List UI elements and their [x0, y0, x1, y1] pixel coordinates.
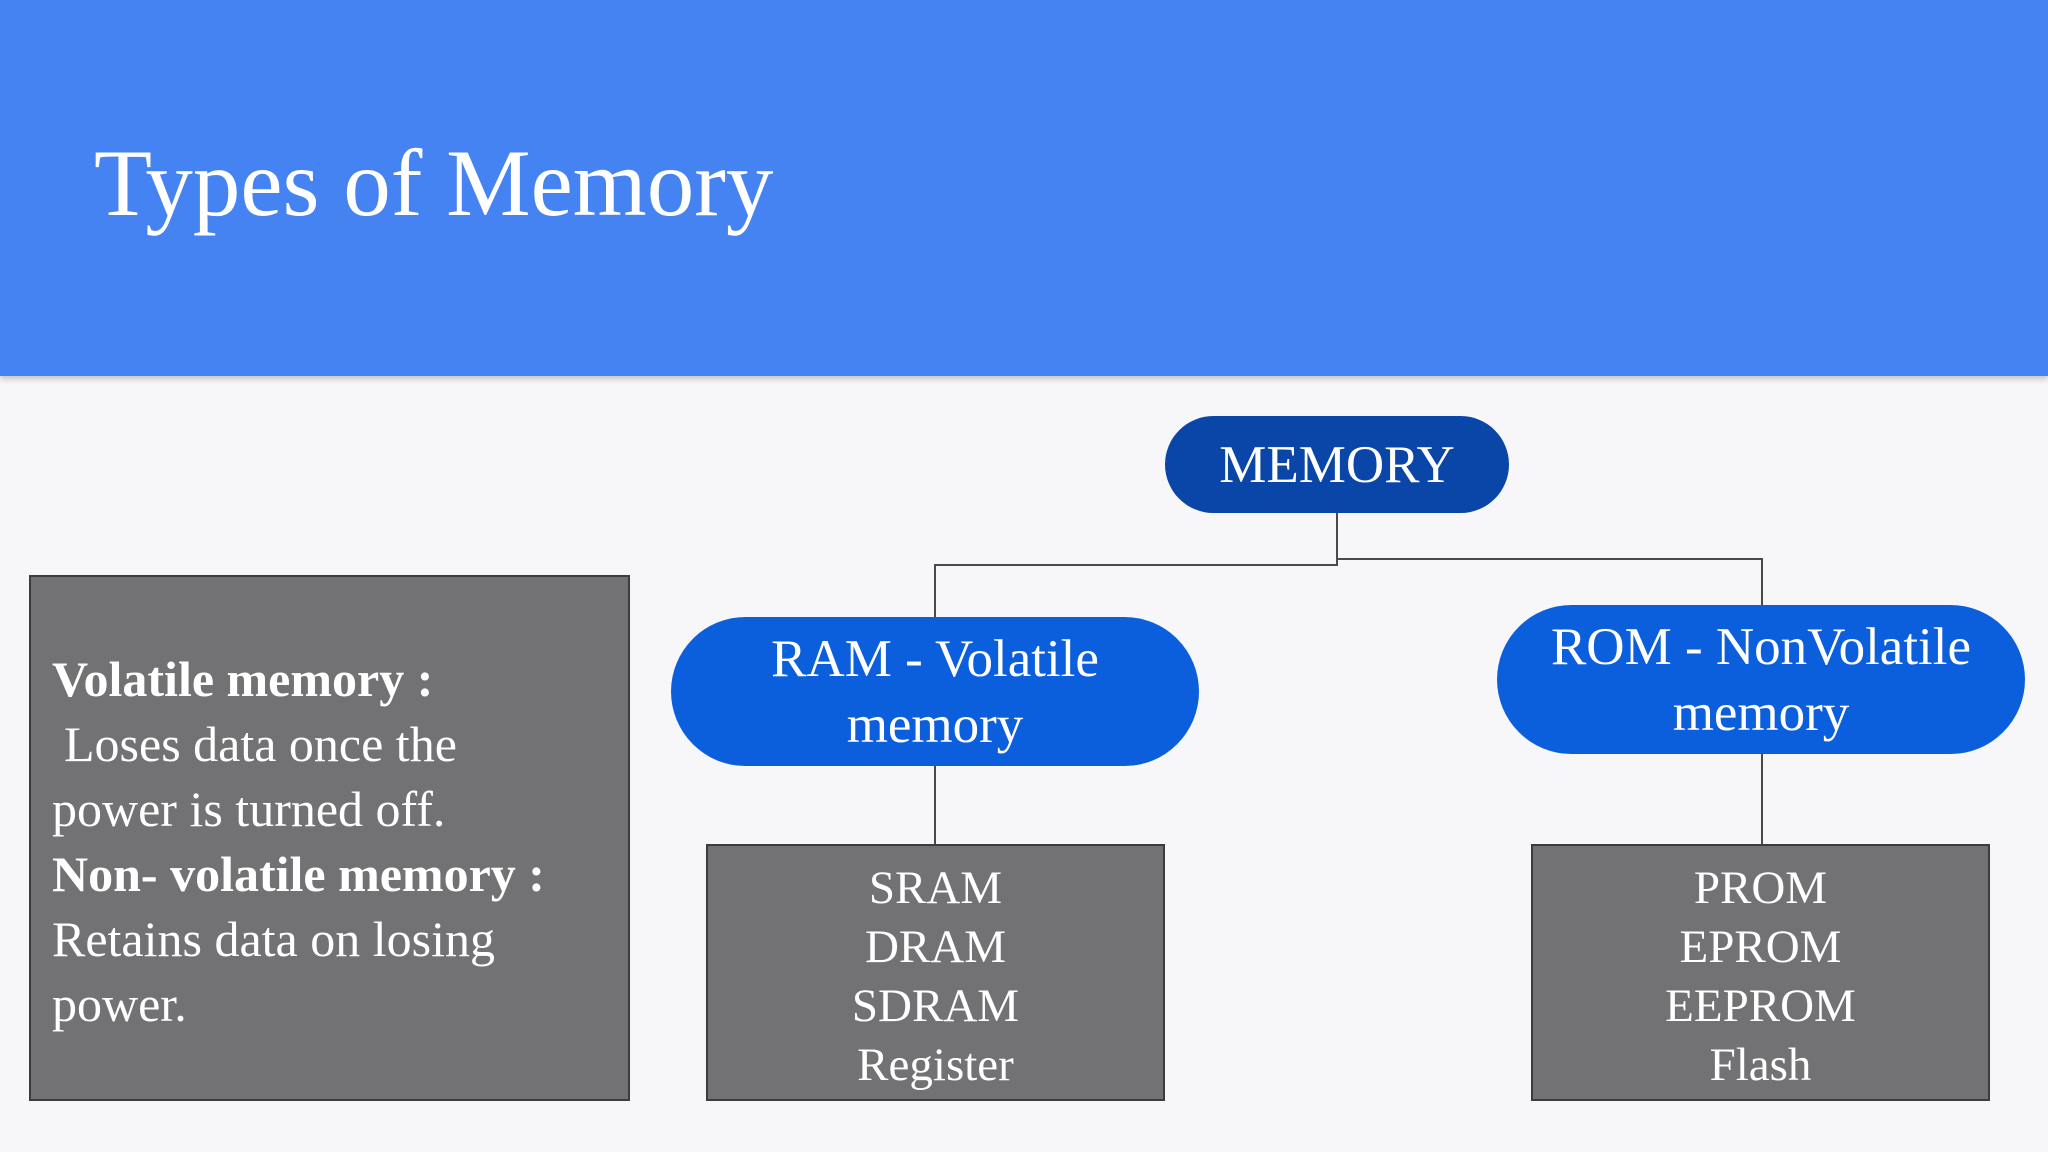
ram-type-item: SDRAM	[851, 979, 1020, 1032]
rom-type-item: PROM	[1693, 861, 1828, 914]
slide-title: Types of Memory	[94, 130, 774, 236]
ram-label-line2: memory	[846, 695, 1024, 754]
rom-label-line2: memory	[1672, 683, 1850, 742]
ram-node: RAM - Volatile memory	[671, 617, 1199, 766]
nonvolatile-heading: Non- volatile memory :	[52, 846, 545, 902]
rom-type-item: Flash	[1709, 1038, 1812, 1091]
slide-header: Types of Memory	[0, 0, 2048, 376]
volatile-description-line1: Loses data once the	[64, 716, 457, 772]
connector-root-to-ram	[934, 513, 1338, 617]
ram-type-item: DRAM	[864, 920, 1007, 973]
rom-type-item: EPROM	[1679, 920, 1842, 973]
rom-types-box: PROM EPROM EEPROM Flash	[1531, 844, 1990, 1101]
nonvolatile-description-line2: power.	[52, 976, 187, 1032]
memory-root-label: MEMORY	[1219, 435, 1455, 494]
volatile-heading: Volatile memory :	[52, 651, 434, 707]
memory-root-node: MEMORY	[1165, 416, 1509, 513]
ram-type-item: SRAM	[868, 861, 1003, 914]
ram-type-item: Register	[857, 1038, 1014, 1091]
nonvolatile-description-line1: Retains data on losing	[52, 911, 495, 967]
ram-label-line1: RAM - Volatile	[771, 629, 1099, 688]
rom-label-line1: ROM - NonVolatile	[1550, 617, 1972, 676]
ram-types-box: SRAM DRAM SDRAM Register	[706, 844, 1165, 1101]
volatile-description-line2: power is turned off.	[52, 781, 446, 837]
rom-type-item: EEPROM	[1665, 979, 1856, 1032]
rom-node: ROM - NonVolatile memory	[1497, 605, 2025, 754]
memory-definitions-box: Volatile memory : Loses data once the po…	[29, 575, 630, 1101]
connector-root-to-rom	[1336, 513, 1763, 605]
